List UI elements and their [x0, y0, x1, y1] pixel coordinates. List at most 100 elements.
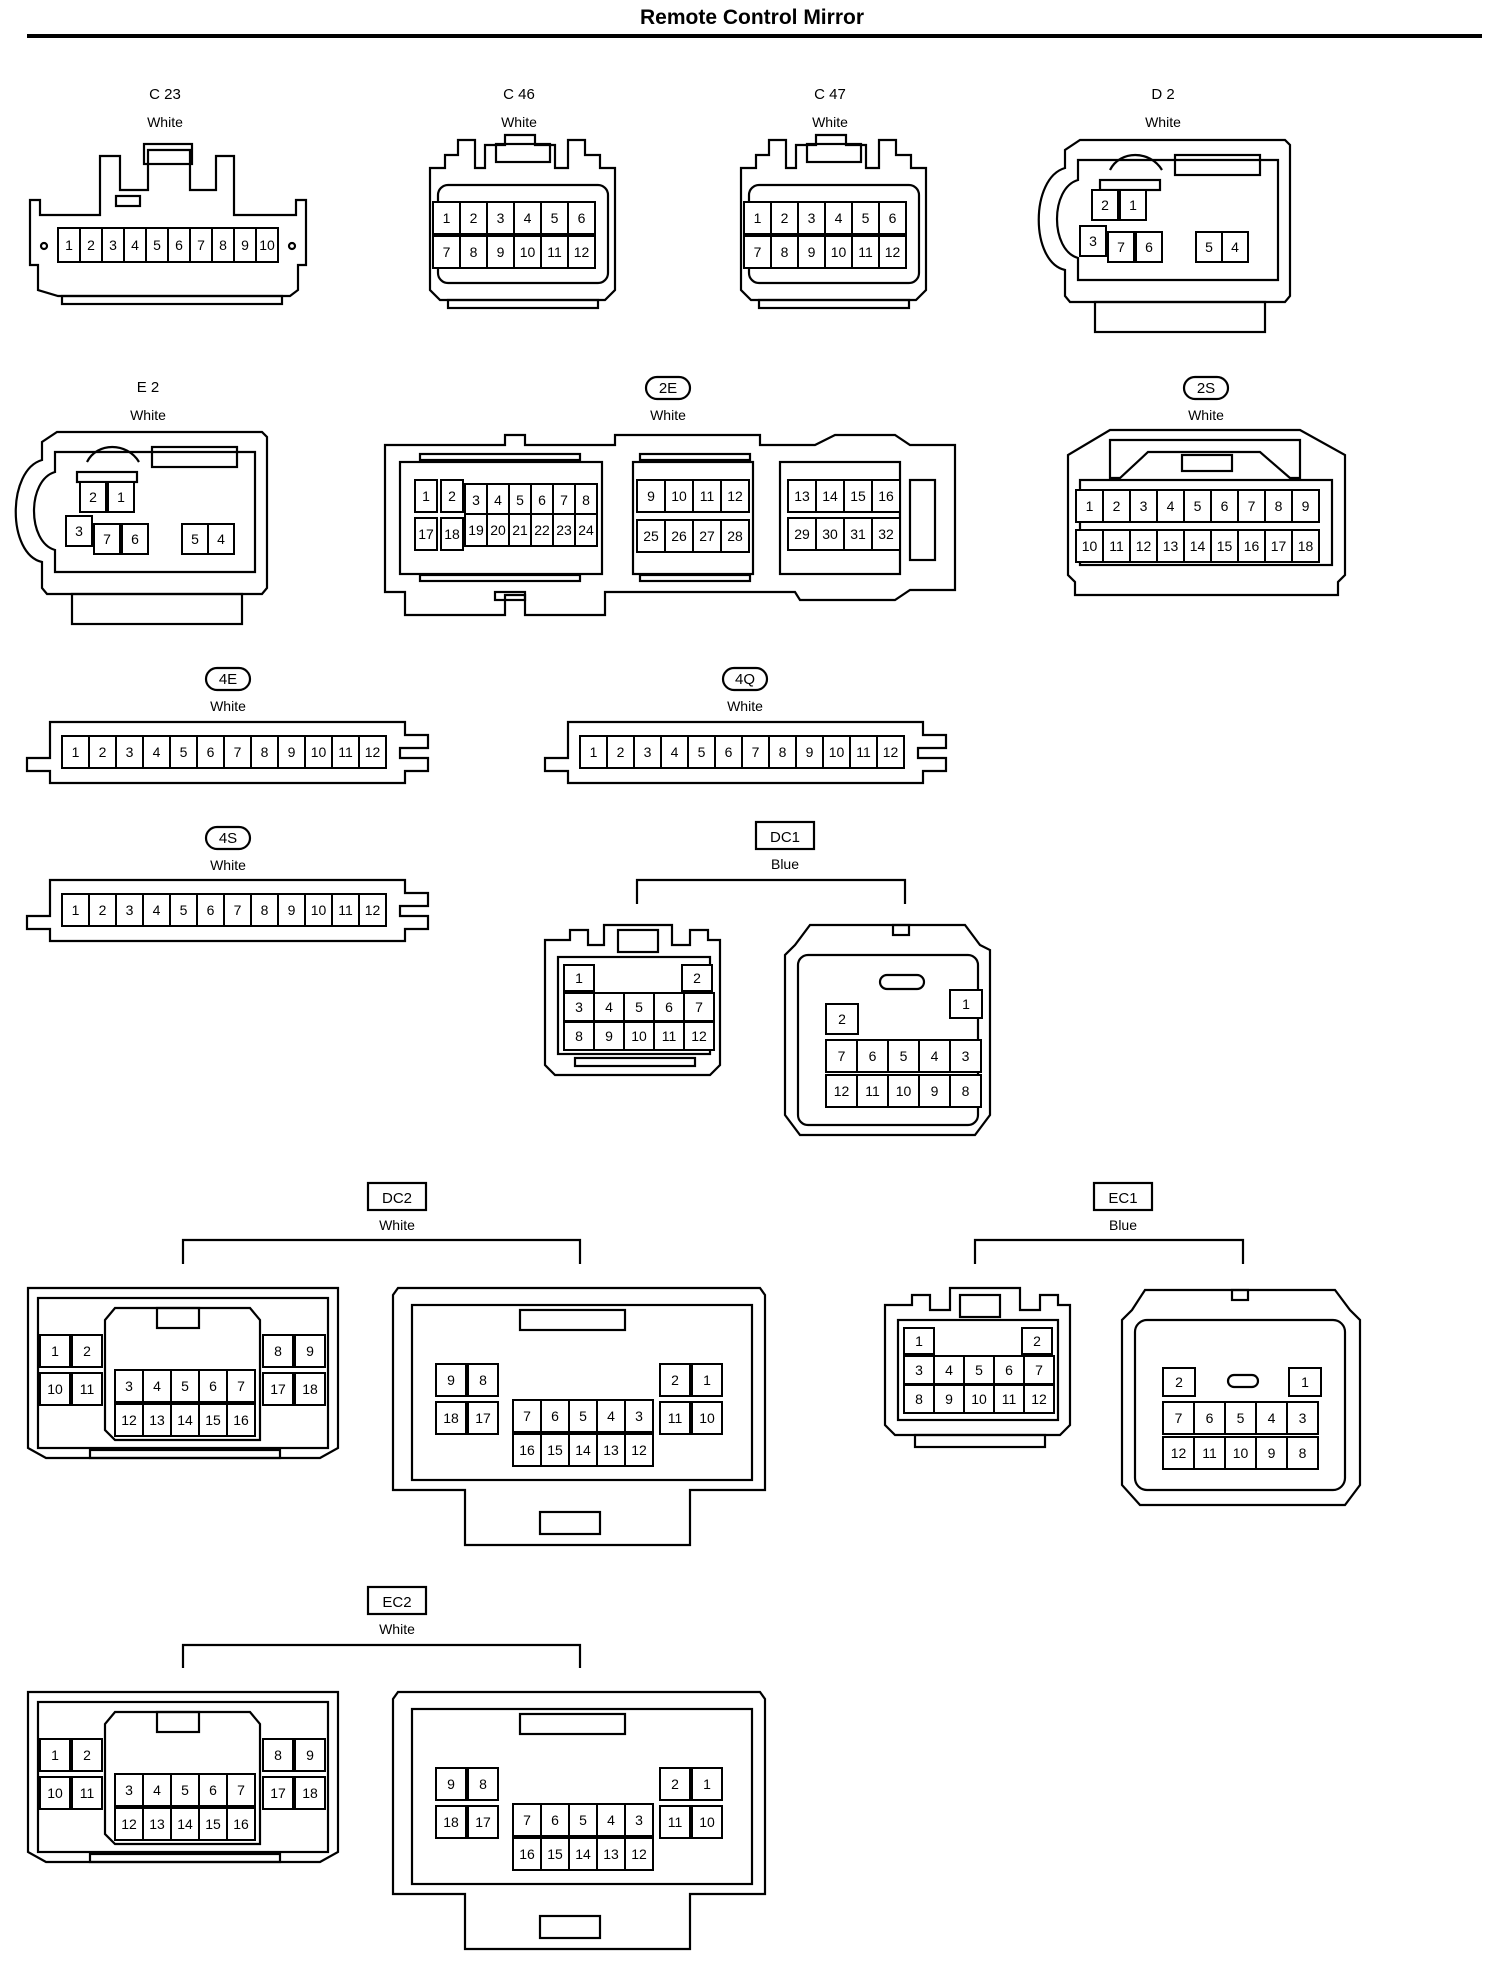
- pin-number: 11: [1002, 1391, 1017, 1407]
- pin-cavity: [358, 735, 387, 769]
- pin-number: 18: [443, 1410, 459, 1426]
- pin-cavity: [1183, 529, 1212, 563]
- pin-number: 8: [219, 237, 227, 253]
- pin-number: 7: [237, 1378, 245, 1394]
- pin-number: 4: [153, 744, 161, 760]
- pin-number: 13: [149, 1816, 165, 1832]
- pin-number: 3: [915, 1362, 923, 1378]
- pin-cavity: [226, 1807, 256, 1841]
- pin-cavity: [262, 1738, 294, 1772]
- pin-number: 10: [831, 244, 847, 260]
- pin-cavity: [683, 992, 715, 1022]
- pin-number: 7: [234, 902, 242, 918]
- pin-number: 16: [233, 1816, 249, 1832]
- pin-cavity: [624, 1433, 654, 1467]
- pin-cavity: [843, 479, 873, 513]
- pin-cavity: [107, 481, 135, 513]
- pin-number: 5: [181, 1378, 189, 1394]
- pin-number: 12: [1031, 1391, 1047, 1407]
- pin-cavity: [633, 735, 662, 769]
- pin-cavity: [61, 893, 90, 927]
- pin-number: 6: [207, 902, 215, 918]
- pin-cavity: [720, 519, 750, 553]
- pin-cavity: [294, 1334, 326, 1368]
- pin-number: 6: [175, 237, 183, 253]
- pin-number: 1: [443, 210, 451, 226]
- pin-cavity: [250, 893, 279, 927]
- c23-label: C 23: [149, 86, 181, 103]
- pin-number: 1: [915, 1333, 923, 1349]
- pin-number: 3: [962, 1048, 970, 1064]
- pin-number: 10: [1233, 1445, 1249, 1461]
- pin-cavity: [887, 1039, 920, 1073]
- pin-cavity: [88, 735, 117, 769]
- pin-cavity: [1021, 1327, 1053, 1355]
- pin-number: 8: [962, 1083, 970, 1099]
- pin-number: 9: [447, 1776, 455, 1792]
- pin-cavity: [743, 201, 772, 235]
- pin-cavity: [79, 481, 107, 513]
- pin-number: 30: [822, 526, 838, 542]
- pin-number: 10: [671, 488, 687, 504]
- pin-cavity: [467, 1401, 499, 1435]
- pin-number: 6: [551, 1812, 559, 1828]
- pin-cavity: [691, 1401, 723, 1435]
- pin-number: 12: [365, 902, 381, 918]
- pin-number: 12: [691, 1028, 707, 1044]
- pin-number: 10: [829, 744, 845, 760]
- pin-cavity: [1162, 1367, 1196, 1397]
- c4q-label-badge: [721, 666, 769, 692]
- pin-number: 26: [671, 528, 687, 544]
- pin-number: 3: [635, 1408, 643, 1424]
- pin-number: 11: [338, 902, 353, 918]
- pin-number: 7: [1175, 1410, 1183, 1426]
- pin-number: 18: [444, 526, 460, 542]
- pin-number: 32: [878, 526, 894, 542]
- pin-cavity: [39, 1776, 71, 1810]
- pin-cavity: [1195, 231, 1223, 263]
- pin-number: 4: [153, 902, 161, 918]
- pin-cavity: [39, 1738, 71, 1772]
- pin-cavity: [822, 735, 851, 769]
- pin-number: 12: [834, 1083, 850, 1099]
- pin-cavity: [170, 1773, 200, 1807]
- pin-number: 4: [607, 1812, 615, 1828]
- pin-number: 13: [603, 1442, 619, 1458]
- pin-cavity: [568, 1803, 598, 1837]
- pin-cavity: [142, 893, 171, 927]
- pin-number: 8: [261, 744, 269, 760]
- pin-number: 29: [794, 526, 810, 542]
- pin-cavity: [71, 1738, 103, 1772]
- e2-color: White: [130, 407, 166, 423]
- pin-cavity: [691, 1805, 723, 1839]
- pin-number: 10: [520, 244, 536, 260]
- pin-cavity: [692, 519, 722, 553]
- pin-number: 6: [889, 210, 897, 226]
- pin-number: 17: [270, 1785, 286, 1801]
- pin-cavity: [435, 1401, 467, 1435]
- pin-cavity: [196, 735, 225, 769]
- c4q-color: White: [727, 698, 763, 714]
- pin-number: 9: [945, 1391, 953, 1407]
- pin-cavity: [720, 479, 750, 513]
- pin-number: 11: [668, 1410, 683, 1426]
- pin-cavity: [1156, 489, 1185, 523]
- pin-cavity: [903, 1384, 935, 1414]
- pin-number: 4: [153, 1782, 161, 1798]
- pin-number: 2: [1033, 1333, 1041, 1349]
- pin-cavity: [903, 1327, 935, 1355]
- pin-number: 9: [931, 1083, 939, 1099]
- pin-number: 7: [752, 744, 760, 760]
- c2e-label-badge: [644, 375, 692, 401]
- pin-number: 4: [931, 1048, 939, 1064]
- pin-number: 2: [89, 489, 97, 505]
- pin-number: 9: [497, 244, 505, 260]
- pin-cavity: [250, 735, 279, 769]
- c2s-label: 2S: [1197, 380, 1215, 397]
- pin-number: 9: [605, 1028, 613, 1044]
- pin-number: 9: [808, 244, 816, 260]
- pin-cavity: [887, 1074, 920, 1108]
- pin-number: 2: [838, 1011, 846, 1027]
- pin-number: 8: [261, 902, 269, 918]
